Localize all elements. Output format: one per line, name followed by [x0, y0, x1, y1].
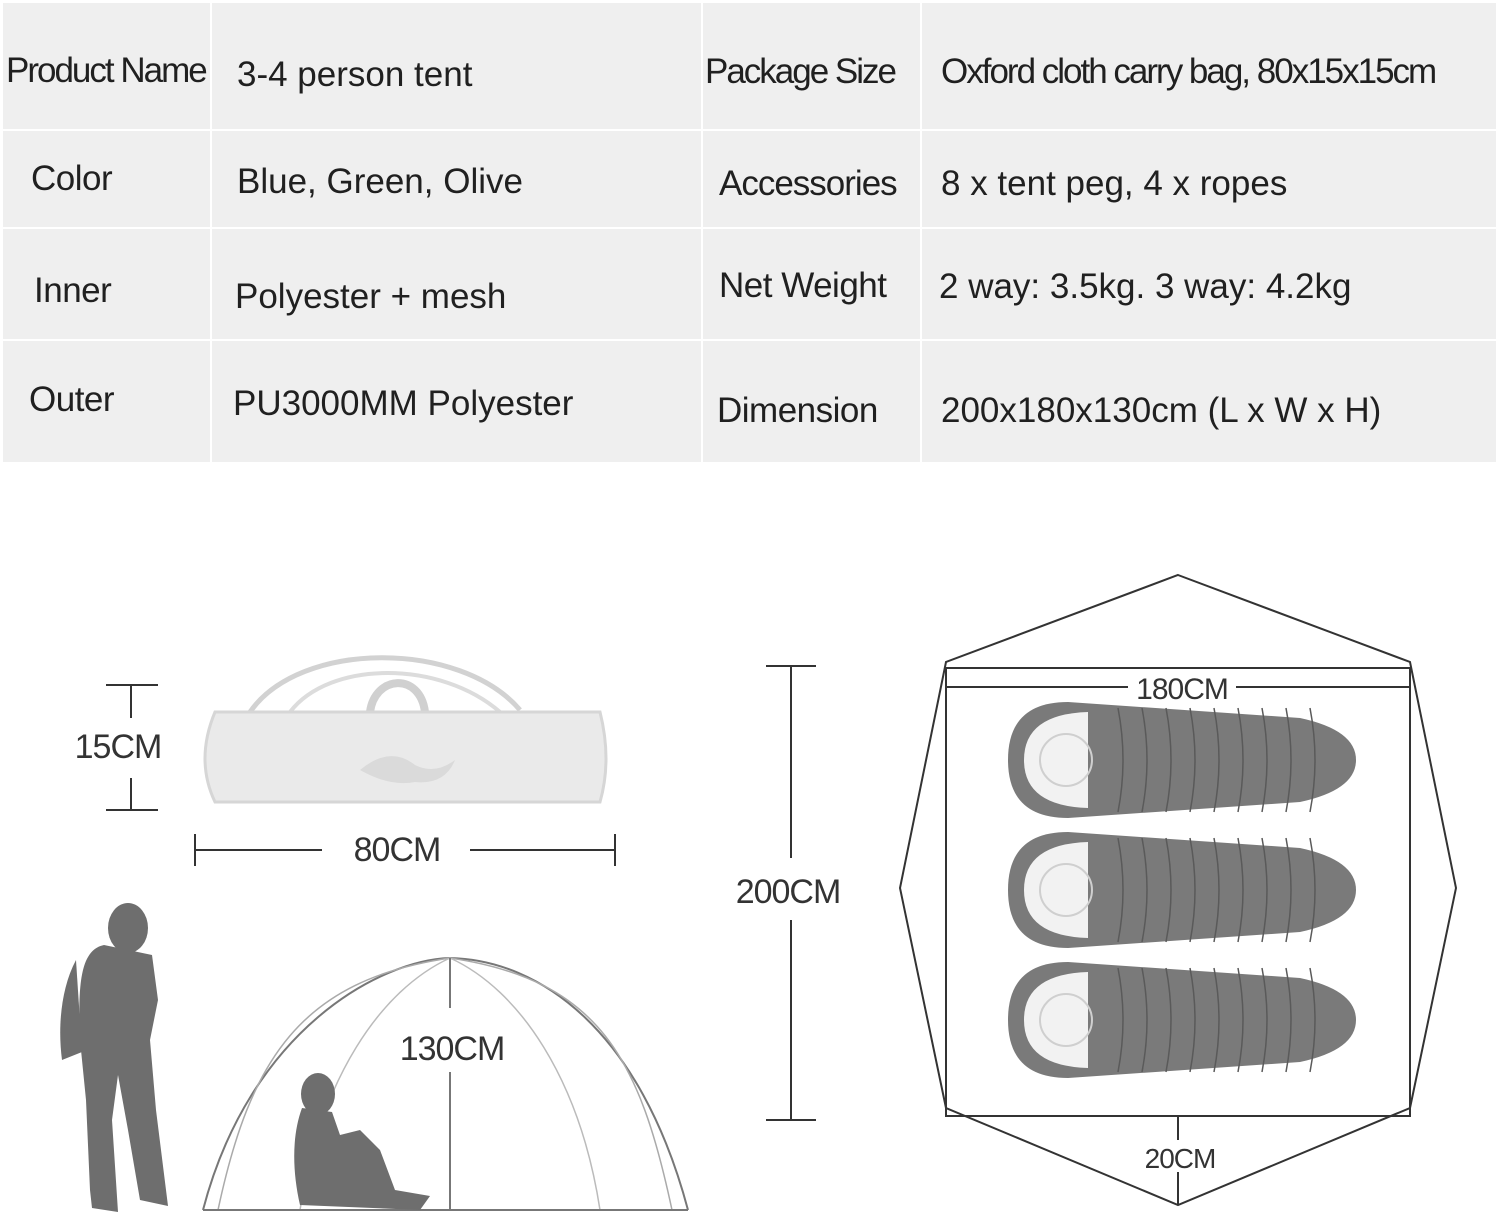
table-divider: [3, 227, 1496, 229]
tent-height-label: 130CM: [400, 1030, 505, 1068]
value-net-weight: 2 way: 3.5kg. 3 way: 4.2kg: [939, 267, 1352, 306]
label-inner: Inner: [34, 271, 112, 310]
value-package-size: Oxford cloth carry bag, 80x15x15cm: [941, 52, 1437, 91]
bag-height-label: 15CM: [75, 728, 162, 766]
table-divider: [3, 339, 1496, 341]
value-dimension: 200x180x130cm (L x W x H): [941, 391, 1382, 430]
bag-height-dimension: [106, 684, 158, 811]
carry-bag-illustration: [203, 655, 608, 804]
vestibule-depth-label: 20CM: [1145, 1143, 1216, 1174]
sleeping-bag: [1008, 832, 1356, 948]
value-outer: PU3000MM Polyester: [233, 384, 574, 423]
label-net-weight: Net Weight: [719, 266, 887, 305]
label-outer: Outer: [29, 380, 115, 419]
table-divider: [3, 129, 1496, 131]
label-product-name: Product Name: [6, 51, 208, 90]
sleeping-bag: [1008, 962, 1356, 1078]
value-inner: Polyester + mesh: [235, 277, 507, 316]
value-accessories: 8 x tent peg, 4 x ropes: [941, 164, 1288, 203]
sleeping-bag: [1008, 702, 1356, 818]
sitting-person-icon: [294, 1073, 430, 1210]
floor-length-dimension: [766, 665, 816, 1121]
label-package-size: Package Size: [705, 52, 897, 91]
spec-table: Product Name 3-4 person tent Package Siz…: [3, 3, 1496, 462]
bag-length-label: 80CM: [354, 831, 441, 869]
bag-length-dimension: [194, 834, 616, 866]
value-product-name: 3-4 person tent: [237, 55, 473, 94]
tent-side-view: [202, 956, 689, 1211]
label-accessories: Accessories: [719, 164, 898, 203]
floor-length-label: 200CM: [736, 873, 841, 911]
table-divider: [210, 3, 212, 462]
standing-person-icon: [60, 903, 168, 1212]
value-color: Blue, Green, Olive: [237, 162, 523, 201]
sleeping-bags: [1008, 702, 1356, 1078]
table-divider: [920, 3, 922, 462]
table-divider: [701, 3, 703, 462]
floor-width-label: 180CM: [1136, 673, 1228, 706]
label-dimension: Dimension: [717, 391, 878, 430]
label-color: Color: [31, 159, 113, 198]
